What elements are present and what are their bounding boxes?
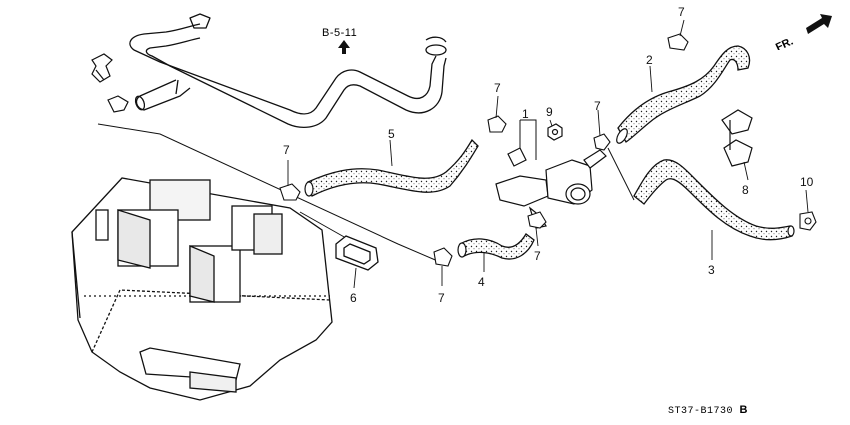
reference-label[interactable]: B-5-11 xyxy=(322,27,358,39)
part-number-suffix: B xyxy=(739,404,748,416)
callout-9: 9 xyxy=(546,105,553,119)
callout-8: 8 xyxy=(742,183,749,197)
bracket-8 xyxy=(721,109,753,167)
nut-9 xyxy=(547,123,563,141)
front-arrow-icon xyxy=(806,14,832,34)
grommet-6 xyxy=(335,235,379,271)
front-label: FR. xyxy=(774,35,795,50)
clip-left-upper xyxy=(91,53,129,113)
leader-lines xyxy=(97,119,635,263)
callout-7-a: 7 xyxy=(678,5,685,19)
upper-pipe-assembly xyxy=(129,13,447,129)
callout-7-f: 7 xyxy=(438,291,445,305)
callout-1: 1 xyxy=(522,107,529,121)
water-valve xyxy=(495,147,607,229)
hose-2 xyxy=(616,45,751,144)
callout-7-d: 7 xyxy=(283,143,290,157)
hose-4 xyxy=(457,233,535,260)
part-number-text: ST37-B1730 xyxy=(668,406,734,417)
hose-3 xyxy=(633,159,795,241)
callout-7-e: 7 xyxy=(534,249,541,263)
callout-2: 2 xyxy=(646,53,653,67)
front-label-wrap: FR. xyxy=(774,35,795,50)
callout-leaders xyxy=(287,19,809,289)
reference-arrow xyxy=(338,40,350,54)
callout-6: 6 xyxy=(350,291,357,305)
hose-5 xyxy=(304,138,479,197)
callout-7-c: 7 xyxy=(594,99,601,113)
callout-3: 3 xyxy=(708,263,715,277)
part-number-code: ST37-B1730 B xyxy=(668,404,748,417)
callout-7-b: 7 xyxy=(494,81,501,95)
callout-10: 10 xyxy=(800,175,814,189)
callout-5: 5 xyxy=(388,127,395,141)
callout-4: 4 xyxy=(478,275,485,289)
hose-clips xyxy=(279,33,817,267)
heater-unit xyxy=(71,177,333,401)
